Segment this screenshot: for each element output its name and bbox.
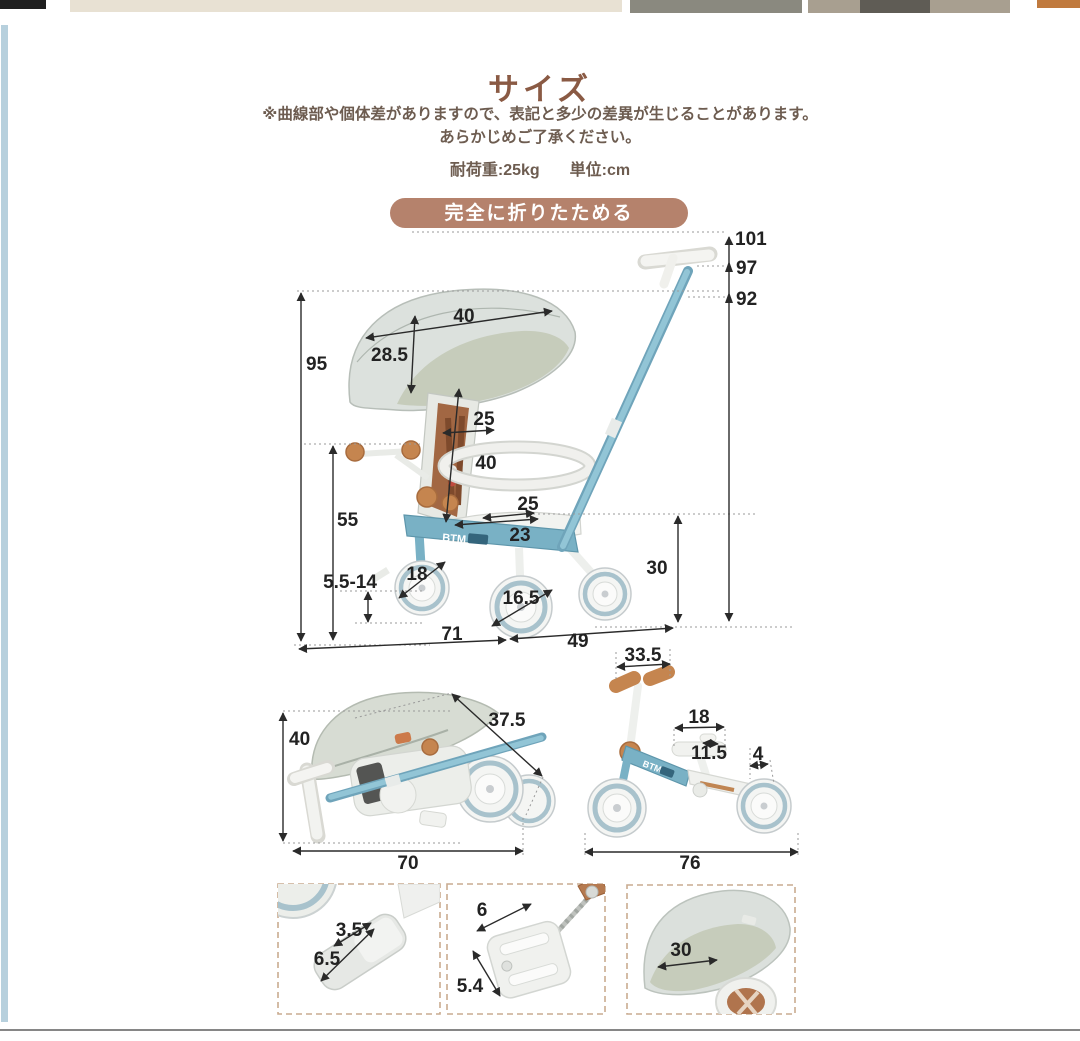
dim-grip-height: 55: [337, 510, 359, 531]
thumbnail-sliver-gray: [630, 0, 802, 13]
dim-base-rear: 49: [567, 631, 588, 652]
dim-canopy-width: 40: [453, 306, 474, 327]
folded-wheels: [456, 755, 556, 828]
dim-bike-rear-width: 4: [753, 744, 764, 765]
load-capacity-label: 耐荷重:25kg: [449, 162, 540, 179]
dim-footrest-range: 5.5-14: [323, 572, 377, 593]
bike-front-wheel: [587, 778, 647, 838]
bottom-divider: [0, 1029, 1080, 1031]
thumbnail-sliver-orange: [1037, 0, 1080, 8]
dim-backrest-height: 40: [475, 453, 496, 474]
detail-footrest-box: 3.5 6.5: [277, 883, 441, 1015]
dim-footrest-width: 3.5: [336, 920, 363, 941]
dim-footrest-length: 6.5: [314, 949, 341, 970]
thumbnail-sliver-dark2: [860, 0, 930, 13]
main-tricycle-diagram: BTM: [294, 229, 795, 654]
dim-mid-wheel: 16.5: [503, 588, 540, 609]
disclaimer-line1: ※曲線部や個体差がありますので、表記と多少の差異が生じることがあります。: [262, 106, 818, 123]
detail-canopy-box: 30: [626, 884, 796, 1015]
dim-handle-h3: 92: [736, 289, 757, 310]
pedal: [486, 920, 572, 999]
rear-wheel: [578, 567, 632, 621]
dim-canopy-depth: 28.5: [371, 345, 408, 366]
brand-logo: BTM: [442, 532, 467, 546]
page-edge-strip: [1, 25, 8, 1022]
dim-bike-length: 76: [679, 853, 700, 874]
thumbnail-sliver-beige: [70, 0, 622, 12]
dim-seat-depth: 25: [517, 494, 539, 515]
dim-handle-h1: 101: [735, 229, 767, 250]
foldable-badge: 完全に折りたためる: [390, 198, 688, 228]
unit-label: 単位:cm: [569, 162, 631, 179]
dim-front-wheel: 18: [406, 564, 427, 585]
folded-tricycle-diagram: 40 37.5 70: [278, 691, 556, 874]
dim-seat-width: 23: [509, 525, 530, 546]
dim-canopy-opening: 30: [670, 940, 691, 961]
spec-line: 耐荷重:25kg 単位:cm: [0, 156, 1080, 180]
disclaimer-note: ※曲線部や個体差がありますので、表記と多少の差異が生じることがあります。 あらか…: [0, 103, 1080, 149]
bike-rear-wheel: [736, 778, 792, 834]
dim-pedal-width: 6: [477, 900, 488, 921]
dim-bike-handlebar: 33.5: [625, 645, 662, 666]
thumbnail-sliver-dark: [0, 0, 46, 9]
dim-folded-height: 40: [289, 729, 310, 750]
dim-total-height: 95: [306, 354, 328, 375]
dim-folded-width: 70: [397, 853, 418, 874]
push-handle: [557, 246, 718, 552]
disclaimer-line2: あらかじめご了承ください。: [439, 129, 641, 146]
dim-backrest-width: 25: [473, 409, 495, 430]
dim-base-front: 71: [441, 624, 463, 645]
page-title: サイズ: [487, 72, 593, 107]
detail-seat-ring: [715, 977, 777, 1014]
detail-pedal-box: 6 5.4: [446, 883, 606, 1015]
foldable-badge-label: 完全に折りたためる: [444, 203, 634, 224]
dim-rear-height: 30: [646, 558, 667, 579]
balance-bike-diagram: BTM: [584, 645, 799, 874]
dim-bike-seat-pad: 11.5: [691, 743, 727, 764]
dim-bike-seat-length: 18: [688, 707, 709, 728]
bike-handlebar: [609, 665, 675, 763]
handlebar: [345, 440, 459, 512]
dim-folded-depth: 37.5: [489, 710, 526, 731]
dim-handle-h2: 97: [736, 258, 757, 279]
dim-pedal-length: 5.4: [457, 976, 484, 997]
